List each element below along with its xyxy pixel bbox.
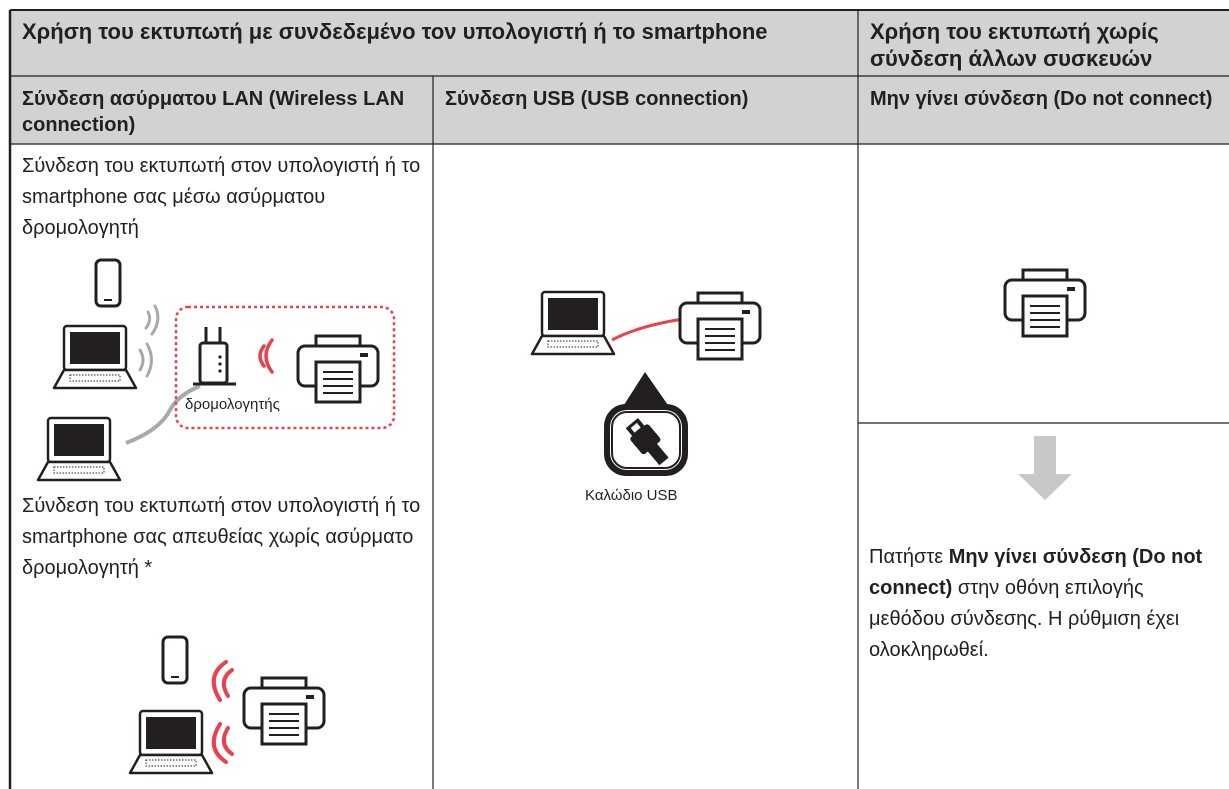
header-standalone: Χρήση του εκτυπωτή χωρίς σύνδεση άλλων σ… [858,10,1229,76]
wifi-waves-direct [211,660,234,764]
wireless-direct-text: Σύνδεση του εκτυπωτή στον υπολογιστή ή τ… [22,495,421,579]
router-diagram [36,258,396,482]
callout-pointer [622,372,670,408]
router-label: δρομολογητής [185,396,280,413]
printer-usb-icon [678,291,762,361]
smartphone-direct-icon [161,635,189,685]
wifi-waves-phone [144,304,160,336]
column-heading-wireless: Σύνδεση ασύρματου LAN (Wireless LAN conn… [10,76,433,144]
laptop-wired-icon [36,416,122,482]
router-icon [193,327,236,386]
down-arrow-icon [1018,436,1072,500]
wireless-heading: Σύνδεση ασύρματου LAN (Wireless LAN conn… [22,88,405,136]
printer-direct-icon [242,676,326,746]
instruction-prefix: Πατήστε [869,546,949,568]
standalone-title: Χρήση του εκτυπωτή χωρίς σύνδεση άλλων σ… [870,19,1159,71]
none-instruction: Πατήστε Μην γίνει σύνδεση (Do not connec… [869,542,1221,666]
instruction-option: Μην γίνει σύνδεση (Do not connect) [869,546,1203,599]
column-heading-usb: Σύνδεση USB (USB connection) [433,76,858,144]
instruction-suffix: στην οθόνη επιλογής μεθόδου σύνδεσης. Η … [869,577,1180,661]
direct-diagram [128,635,326,775]
laptop-direct-icon [128,709,214,775]
printer-icon [296,334,380,404]
header-connected: Χρήση του εκτυπωτή με συνδεδεμένο τον υπ… [10,10,858,76]
usb-diagram [530,290,762,476]
wifi-waves-red [258,338,274,374]
smartphone-icon [94,258,122,308]
laptop-icon [52,324,138,390]
none-heading: Μην γίνει σύνδεση (Do not connect) [870,88,1213,110]
wifi-waves-laptop [138,342,153,378]
column-heading-none: Μην γίνει σύνδεση (Do not connect) [858,76,1229,144]
wireless-router-text: Σύνδεση του εκτυπωτή στον υπολογιστή ή τ… [22,155,421,239]
usb-plug-icon [604,404,688,476]
router-printer-group [174,305,396,430]
usb-cable [611,316,691,342]
connected-title: Χρήση του εκτυπωτή με συνδεδεμένο τον υπ… [22,19,768,44]
usb-heading: Σύνδεση USB (USB connection) [445,88,749,110]
printer-standalone-icon [1003,268,1087,338]
usb-cable-label: Καλώδιο USB [585,487,678,504]
laptop-usb-icon [530,290,616,356]
ethernet-cable [125,384,201,445]
